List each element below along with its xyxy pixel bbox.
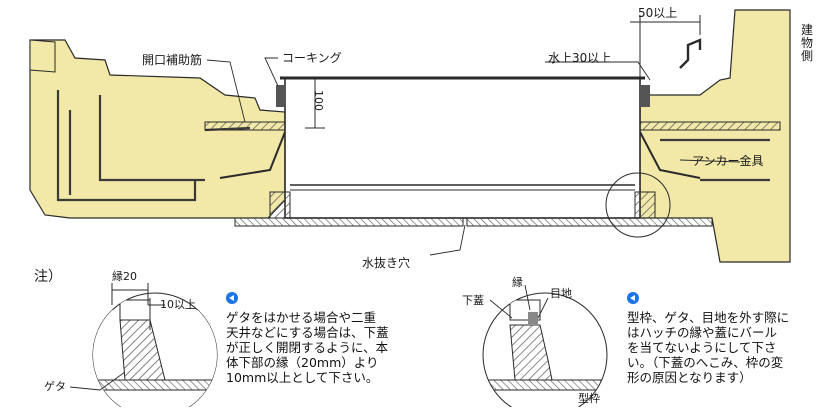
label-water-30: 水上30以上 <box>548 51 612 65</box>
right-geta <box>634 191 656 219</box>
note-left-dim-10: 10以上 <box>160 298 196 311</box>
hatch-body <box>284 77 641 219</box>
left-anchor <box>219 131 286 179</box>
note-right-lower-lid: 下蓋 <box>462 294 484 307</box>
right-lid-clip <box>640 85 650 107</box>
left-parapet <box>29 39 56 73</box>
detail-circle <box>605 172 671 238</box>
note-right-form-frame: 型枠 <box>578 392 600 405</box>
ceiling-board-right <box>466 217 713 227</box>
note-right-joint: 目地 <box>550 287 572 300</box>
note-left-heading: 注） <box>34 269 62 285</box>
note-left-text: ゲタをはかせる場合や二重 天井などにする場合は、下蓋 が正しく開閉するように、本… <box>226 310 389 385</box>
dim-50 <box>630 15 701 80</box>
leader-lines <box>206 57 741 256</box>
label-dim-100: 100 <box>312 90 325 111</box>
label-dim-50: 50以上 <box>638 6 678 20</box>
left-flashing <box>204 121 286 131</box>
label-building-side: 建物側 <box>800 23 813 63</box>
note-left-geta: ゲタ <box>44 380 66 393</box>
label-opening-rebar: 開口補助筋 <box>142 53 203 67</box>
detail-left-drawing <box>69 283 218 411</box>
note-right-text: 型枠、ゲタ、目地を外す際に はハッチの縁や蓋にバール を当てないようにして下さ … <box>627 310 790 385</box>
left-lid-clip <box>276 85 286 107</box>
right-flashing <box>639 121 781 131</box>
note-right-bullet-icon <box>627 292 639 304</box>
ceiling-board-left <box>234 217 464 227</box>
label-drain-hole: 水抜き穴 <box>362 256 411 270</box>
right-rebar <box>660 138 770 182</box>
dim-100 <box>305 77 325 129</box>
right-step-flashing <box>679 38 702 69</box>
detail-right-drawing <box>482 284 608 411</box>
left-geta <box>269 191 291 219</box>
right-anchor <box>639 131 701 179</box>
left-concrete-slab <box>29 39 286 219</box>
note-left-edge: 縁20 <box>112 270 137 283</box>
label-caulking: コーキング <box>282 51 342 65</box>
note-left-bullet-icon <box>226 292 238 304</box>
note-right-edge: 縁 <box>512 276 523 289</box>
label-anchor: アンカー金具 <box>692 154 764 168</box>
